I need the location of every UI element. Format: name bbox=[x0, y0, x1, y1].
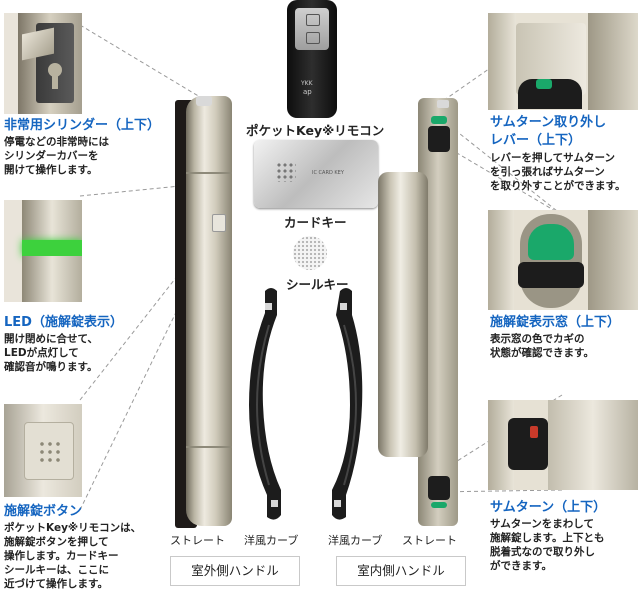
outer-handle-label: 室外側ハンドル bbox=[170, 556, 300, 586]
indicator-heading: 施解錠表示窓（上下） bbox=[490, 315, 621, 330]
inner-curve-caption: 洋風カーブ bbox=[328, 534, 383, 547]
cylinder-photo bbox=[4, 13, 82, 114]
seal-label: シールキー bbox=[286, 277, 349, 292]
lock-button-heading: 施解錠ボタン bbox=[4, 504, 83, 519]
card-label: カードキー bbox=[284, 215, 347, 230]
seal-key bbox=[293, 236, 327, 270]
outer-curve-handle bbox=[249, 288, 281, 520]
inner-straight-caption: ストレート bbox=[402, 534, 457, 547]
remote-logo-sub: ap bbox=[303, 88, 312, 96]
lock-button-desc: ポケットKey※リモコンは、 施解錠ボタンを押して 操作します。カードキー シー… bbox=[4, 522, 142, 590]
bottom-thumbturn bbox=[428, 476, 450, 500]
thumbturn-removal-desc: レバーを押してサムターン を引っ張ればサムターン を取り外すことができます。 bbox=[490, 152, 626, 192]
led-desc: 開け閉めに合せて、 LEDが点灯して 確認音が鳴ります。 bbox=[4, 333, 98, 373]
card-key: IC CARD KEY bbox=[254, 140, 378, 208]
outer-straight-caption: ストレート bbox=[170, 534, 225, 547]
button-dots bbox=[38, 440, 62, 464]
inner-curve-handle bbox=[332, 288, 363, 520]
inner-straight-handle bbox=[378, 172, 428, 457]
thumbturn-desc: サムターンをまわして 施解錠します。上下とも 脱着式なので取り外し ができます。 bbox=[490, 518, 605, 572]
outer-straight-handle bbox=[186, 96, 232, 526]
remote-logo: YKK bbox=[301, 80, 313, 87]
top-thumbturn bbox=[428, 126, 450, 152]
thumbturn-removal-photo bbox=[488, 13, 638, 110]
card-text: IC CARD KEY bbox=[312, 170, 344, 176]
thumbturn-photo bbox=[488, 400, 638, 490]
cylinder-heading: 非常用シリンダー（上下） bbox=[4, 118, 161, 133]
lock-button-photo bbox=[4, 404, 82, 497]
thumbturn-removal-heading-2: レバー（上下） bbox=[490, 133, 582, 148]
thumbturn-removal-heading-1: サムターン取り外し bbox=[490, 115, 607, 130]
led-heading: LED（施解錠表示） bbox=[4, 315, 123, 330]
indicator-desc: 表示窓の色でカギの 状態が確認できます。 bbox=[490, 333, 594, 359]
inner-handle-label: 室内側ハンドル bbox=[336, 556, 466, 586]
outer-curve-caption: 洋風カーブ bbox=[244, 534, 299, 547]
thumbturn-heading: サムターン（上下） bbox=[490, 500, 607, 515]
remote-key: YKK ap bbox=[287, 0, 337, 118]
indicator-photo bbox=[488, 210, 638, 310]
remote-label: ポケットKey※リモコン bbox=[246, 123, 385, 138]
led-photo bbox=[4, 200, 82, 302]
cylinder-desc: 停電などの非常時には シリンダーカバーを 開けて操作します。 bbox=[4, 136, 109, 176]
